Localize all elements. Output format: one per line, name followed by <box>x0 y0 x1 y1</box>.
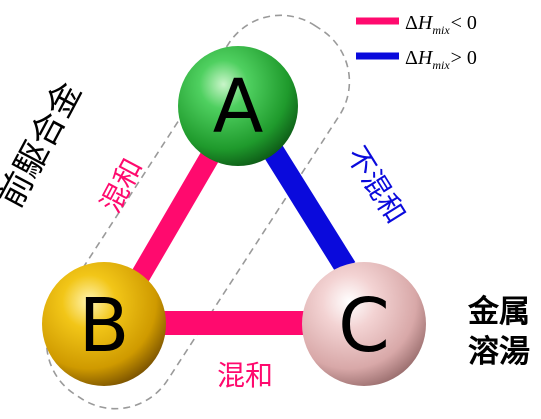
edge-a-c <box>258 137 356 274</box>
melt-label-line1: 金属 <box>467 294 530 330</box>
legend: ΔHmix< 0 ΔHmix> 0 <box>356 12 477 72</box>
sphere-c <box>302 262 426 386</box>
node-a-label: A <box>213 64 264 150</box>
edge-b-c-label: 混和 <box>217 359 273 392</box>
edge-a-b <box>126 147 221 291</box>
node-c: C <box>302 262 426 386</box>
precursor-label: 前駆合金 <box>0 75 90 214</box>
edge-a-c-label: 不混和 <box>340 141 413 230</box>
precursor-enclosure <box>45 14 351 410</box>
node-c-label: C <box>338 283 390 369</box>
sphere-a <box>178 46 298 166</box>
node-b-label: B <box>79 283 130 369</box>
legend-label-positive: ΔHmix> 0 <box>405 47 477 72</box>
sphere-b <box>42 262 166 386</box>
edge-a-b-label: 混和 <box>94 153 149 218</box>
legend-label-negative: ΔHmix< 0 <box>405 12 477 37</box>
melt-label-line2: 溶湯 <box>468 334 530 370</box>
node-a: A <box>178 46 298 166</box>
node-b: B <box>42 262 166 386</box>
